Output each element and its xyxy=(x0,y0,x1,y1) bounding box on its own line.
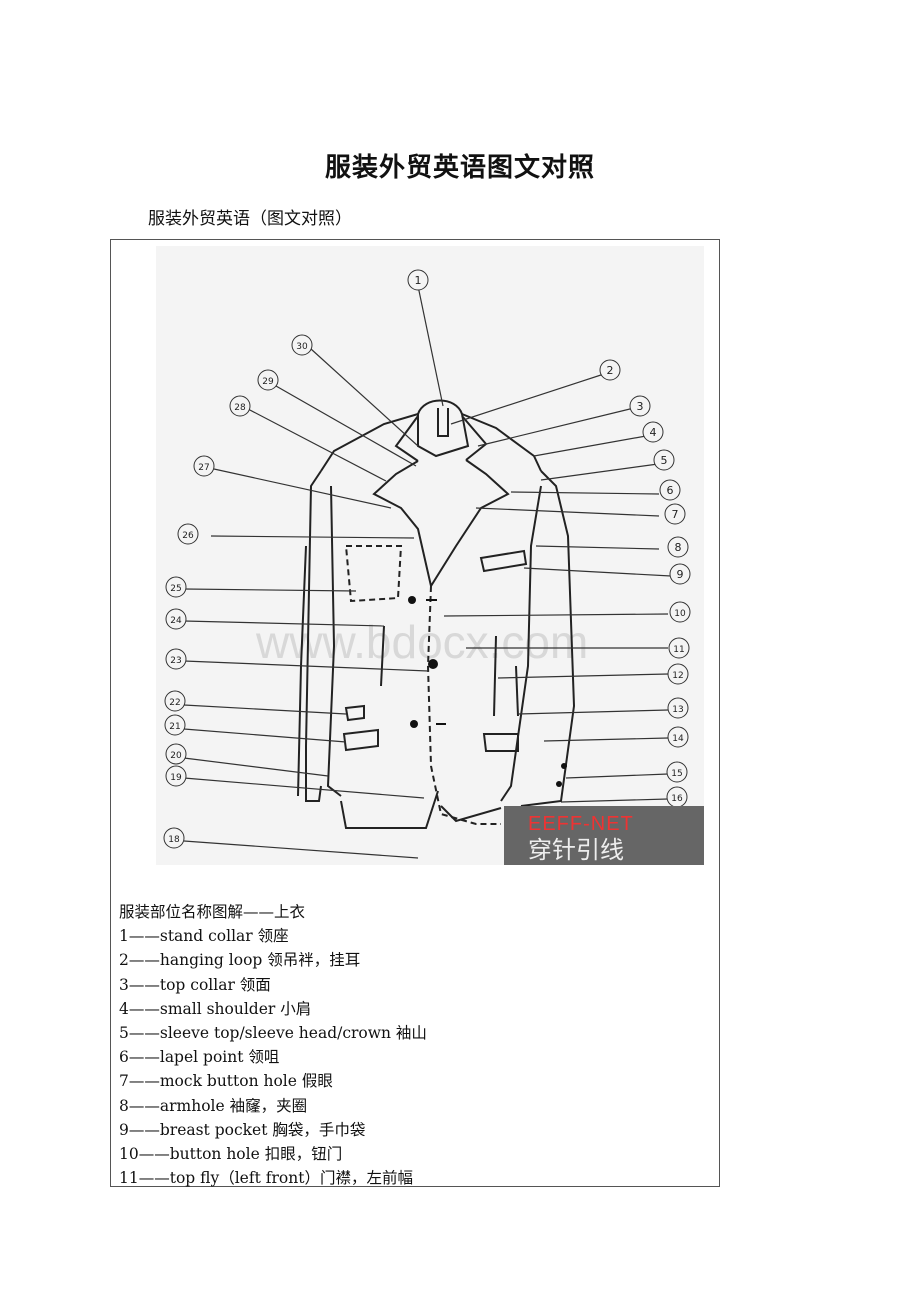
list-item: 8——armhole 袖窿，夹圈 xyxy=(119,1096,308,1115)
svg-text:20: 20 xyxy=(170,751,182,761)
list-item: 5——sleeve top/sleeve head/crown 袖山 xyxy=(119,1024,427,1043)
svg-text:23: 23 xyxy=(170,656,181,666)
svg-text:8: 8 xyxy=(675,541,682,554)
callout-6: 6 xyxy=(659,479,681,501)
content-table-cell: www.bdocx.com xyxy=(110,239,720,1187)
list-item: 7——mock button hole 假眼 xyxy=(119,1072,333,1091)
callout-5: 5 xyxy=(653,449,675,471)
parts-list: 服装部位名称图解——上衣 1——stand collar 领座 2——hangi… xyxy=(119,900,427,1190)
callout-27: 27 xyxy=(193,455,215,477)
list-item: 10——button hole 扣眼，钮门 xyxy=(119,1145,343,1164)
jacket-outline xyxy=(297,399,576,829)
leader-lines xyxy=(183,285,672,859)
callout-24: 24 xyxy=(165,608,187,630)
eeff-net-logo: EEFF-NET 穿针引线 xyxy=(504,806,704,865)
callout-19: 19 xyxy=(165,765,187,787)
svg-text:9: 9 xyxy=(677,568,684,581)
callout-8: 8 xyxy=(667,536,689,558)
callout-28: 28 xyxy=(229,395,251,417)
document-subtitle: 服装外贸英语（图文对照） xyxy=(148,209,352,229)
svg-text:12: 12 xyxy=(672,671,683,681)
list-heading: 服装部位名称图解——上衣 xyxy=(119,903,306,921)
buttons xyxy=(408,596,567,787)
callout-4: 4 xyxy=(642,421,664,443)
svg-text:5: 5 xyxy=(661,454,668,467)
list-item: 1——stand collar 领座 xyxy=(119,927,289,946)
list-item: 11——top fly（left front）门襟，左前幅 xyxy=(119,1169,413,1188)
svg-text:11: 11 xyxy=(673,645,684,655)
svg-text:27: 27 xyxy=(198,463,209,473)
callout-7: 7 xyxy=(664,503,686,525)
callout-12: 12 xyxy=(667,663,689,685)
jacket-diagram: www.bdocx.com xyxy=(156,246,704,865)
callout-20: 20 xyxy=(165,743,187,765)
callout-10: 10 xyxy=(669,601,691,623)
list-item: 3——top collar 领面 xyxy=(119,975,271,994)
list-item: 9——breast pocket 胸袋，手巾袋 xyxy=(119,1120,366,1139)
list-item: 6——lapel point 领咀 xyxy=(119,1048,280,1067)
svg-text:14: 14 xyxy=(672,734,684,744)
svg-text:19: 19 xyxy=(170,773,182,783)
callout-1: 1 xyxy=(407,269,429,291)
svg-text:21: 21 xyxy=(169,722,180,732)
callout-15: 15 xyxy=(666,761,688,783)
svg-text:6: 6 xyxy=(667,484,674,497)
svg-text:30: 30 xyxy=(296,342,308,352)
callout-18: 18 xyxy=(163,827,185,849)
callout-2: 2 xyxy=(599,359,621,381)
callout-22: 22 xyxy=(164,690,186,712)
svg-text:18: 18 xyxy=(168,835,180,845)
svg-text:2: 2 xyxy=(607,364,614,377)
logo-top-text: EEFF-NET xyxy=(528,813,634,835)
callout-14: 14 xyxy=(667,726,689,748)
document-title: 服装外贸英语图文对照 xyxy=(324,153,595,183)
svg-text:26: 26 xyxy=(182,531,194,541)
svg-text:13: 13 xyxy=(672,705,683,715)
svg-text:24: 24 xyxy=(170,616,182,626)
svg-text:7: 7 xyxy=(672,508,679,521)
svg-text:3: 3 xyxy=(637,400,644,413)
callout-16: 16 xyxy=(666,786,688,808)
callout-21: 21 xyxy=(164,714,186,736)
list-item: 4——small shoulder 小肩 xyxy=(119,999,312,1018)
callout-29: 29 xyxy=(257,369,279,391)
svg-text:1: 1 xyxy=(415,274,422,287)
callout-3: 3 xyxy=(629,395,651,417)
callout-25: 25 xyxy=(165,576,187,598)
svg-text:10: 10 xyxy=(674,609,686,619)
callout-13: 13 xyxy=(667,697,689,719)
callout-11: 11 xyxy=(668,637,690,659)
logo-bottom-text: 穿针引线 xyxy=(528,836,624,864)
svg-text:16: 16 xyxy=(671,794,683,804)
callout-9: 9 xyxy=(669,563,691,585)
svg-text:15: 15 xyxy=(671,769,682,779)
svg-text:29: 29 xyxy=(262,377,274,387)
svg-text:4: 4 xyxy=(650,426,657,439)
svg-text:28: 28 xyxy=(234,403,246,413)
svg-text:22: 22 xyxy=(169,698,180,708)
list-item: 2——hanging loop 领吊袢，挂耳 xyxy=(119,951,361,970)
svg-text:25: 25 xyxy=(170,584,181,594)
callout-23: 23 xyxy=(165,648,187,670)
callout-30: 30 xyxy=(291,334,313,356)
button-holes xyxy=(426,599,446,725)
callout-26: 26 xyxy=(177,523,199,545)
